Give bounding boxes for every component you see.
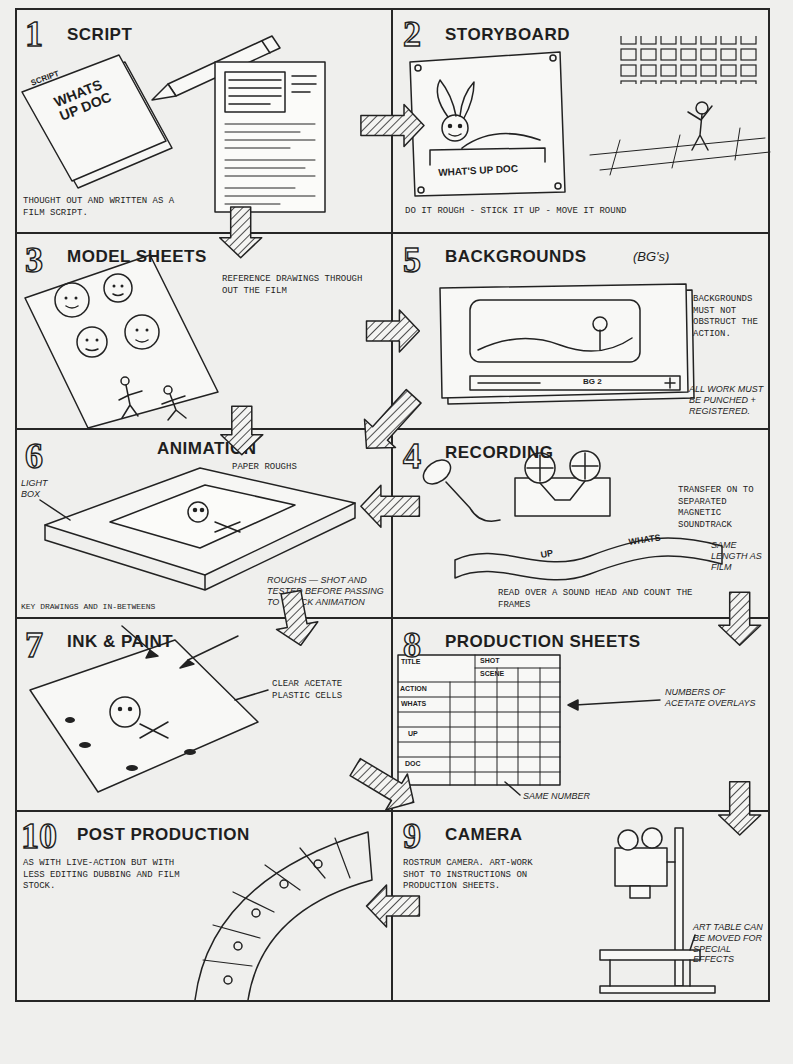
panel-title: MODEL SHEETS bbox=[67, 248, 207, 265]
process-panel: 7 INK & PAINT CLEAR ACETATE PLASTIC CELLS bbox=[15, 617, 393, 812]
panel-number: 1 bbox=[25, 16, 43, 52]
production-sheet-sketch bbox=[398, 655, 660, 795]
flow-arrow bbox=[719, 592, 761, 645]
panel-note: READ OVER A SOUND HEAD AND COUNT THE FRA… bbox=[498, 588, 703, 611]
flow-arrow bbox=[221, 406, 263, 455]
handwritten-note: SAME LENGTH AS FILM bbox=[711, 540, 766, 572]
rostrum-camera-sketch bbox=[600, 828, 715, 993]
panel-title: POST PRODUCTION bbox=[77, 826, 250, 843]
background-sketch bbox=[440, 284, 694, 404]
process-panel: 9 CAMERA ROSTRUM CAMERA. ART-WORK SHOT TO … bbox=[391, 810, 770, 1002]
panel-note: BACKGROUNDS MUST NOT OBSTRUCT THE ACTION… bbox=[693, 294, 767, 341]
panel-title: STORYBOARD bbox=[445, 26, 570, 43]
flow-arrow bbox=[277, 590, 318, 645]
sketch-label: SCENE bbox=[480, 670, 504, 677]
sketch-label: ACTION bbox=[400, 685, 427, 692]
process-panel: 5 BACKGROUNDS (BG's) BACKGROUNDS MUST NOT O… bbox=[391, 232, 770, 430]
handwritten-note: NUMBERS OF ACETATE OVERLAYS bbox=[665, 687, 765, 709]
panel-number: 4 bbox=[403, 438, 421, 474]
panel-note: ROSTRUM CAMERA. ART-WORK SHOT TO INSTRUC… bbox=[403, 858, 553, 893]
handwritten-note: (BG's) bbox=[633, 250, 669, 263]
panel-title: BACKGROUNDS bbox=[445, 248, 587, 265]
storyboard-sketch bbox=[410, 36, 770, 196]
flow-arrow bbox=[220, 207, 262, 258]
panel-note: AS WITH LIVE-ACTION BUT WITH LESS EDITIN… bbox=[23, 858, 193, 893]
sketch-label: TITLE bbox=[401, 658, 420, 665]
process-panel: 6 ANIMATION PAPER ROUGHS LIGHT BOX KEY DRAWI… bbox=[15, 428, 393, 619]
panel-number: 2 bbox=[403, 16, 421, 52]
panel-note: PAPER ROUGHS bbox=[232, 462, 352, 474]
panel-number: 9 bbox=[403, 818, 421, 854]
panel-number: 3 bbox=[25, 242, 43, 278]
panel-number: 10 bbox=[21, 818, 57, 854]
sketch-label: DOC bbox=[405, 760, 421, 767]
panel-title: INK & PAINT bbox=[67, 633, 173, 650]
flow-arrow bbox=[367, 885, 420, 927]
handwritten-note: SAME NUMBER bbox=[523, 791, 613, 802]
flow-arrow bbox=[719, 782, 761, 835]
ink-paint-sketch bbox=[30, 626, 268, 792]
panel-title: SCRIPT bbox=[67, 26, 132, 43]
sketch-label: UP bbox=[540, 549, 554, 560]
flow-arrow bbox=[367, 310, 420, 352]
panel-number: 8 bbox=[403, 627, 421, 663]
panel-title: CAMERA bbox=[445, 826, 523, 843]
panel-title: ANIMATION bbox=[157, 440, 257, 457]
panel-note: TRANSFER ON TO SEPARATED MAGNETIC SOUNDT… bbox=[678, 485, 766, 532]
panel-note: CLEAR ACETATE PLASTIC CELLS bbox=[272, 679, 382, 702]
light-box-sketch bbox=[40, 468, 355, 590]
panel-note: DO IT ROUGH - STICK IT UP - MOVE IT ROUN… bbox=[405, 206, 755, 218]
flow-arrow bbox=[361, 105, 424, 147]
process-panel: 1 SCRIPT THOUGHT OUT AND WRITTEN AS A FILM… bbox=[15, 8, 393, 234]
model-sheet-sketch bbox=[25, 255, 218, 428]
panel-number: 6 bbox=[25, 438, 43, 474]
process-panel: 10 POST PRODUCTION AS WITH LIVE-ACTION BUT… bbox=[15, 810, 393, 1002]
panel-title: PRODUCTION SHEETS bbox=[445, 633, 641, 650]
process-panel: 2 STORYBOARD DO IT ROUGH - STICK IT UP - M… bbox=[391, 8, 770, 234]
handwritten-note: ROUGHS — SHOT AND TESTED BEFORE PASSING … bbox=[267, 575, 391, 607]
flow-arrow bbox=[350, 759, 414, 810]
panel-number: 7 bbox=[25, 627, 43, 663]
handwritten-note: ALL WORK MUST BE PUNCHED + REGISTERED. bbox=[689, 384, 769, 416]
sketch-label: BG 2 bbox=[583, 378, 602, 386]
sketch-label: WHATS bbox=[401, 700, 426, 707]
sketch-label: WHATS bbox=[628, 534, 661, 548]
handwritten-note: LIGHT BOX bbox=[21, 478, 61, 500]
panel-number: 5 bbox=[403, 242, 421, 278]
sketch-label: SHOT bbox=[480, 657, 499, 664]
sketch-label: UP bbox=[408, 730, 418, 737]
handwritten-note: ART TABLE CAN BE MOVED FOR SPECIAL EFFEC… bbox=[693, 922, 765, 965]
flow-arrow bbox=[365, 390, 422, 449]
panel-note: REFERENCE DRAWINGS THROUGH OUT THE FILM bbox=[222, 274, 372, 297]
film-strip-sketch bbox=[195, 832, 372, 1000]
script-sketch bbox=[22, 36, 325, 212]
recording-sketch bbox=[419, 451, 722, 580]
panel-title: RECORDING bbox=[445, 444, 553, 461]
process-panel: 8 PRODUCTION SHEETS NUMBERS OF ACETATE OVE… bbox=[391, 617, 770, 812]
process-panel: 3 MODEL SHEETS REFERENCE DRAWINGS THROUGH … bbox=[15, 232, 393, 430]
process-panel: 4 RECORDING TRANSFER ON TO SEPARATED MAGNE… bbox=[391, 428, 770, 619]
panel-note: THOUGHT OUT AND WRITTEN AS A FILM SCRIPT… bbox=[23, 196, 188, 219]
panel-note: KEY DRAWINGS AND IN-BETWEENS bbox=[21, 602, 261, 612]
flow-arrow bbox=[361, 485, 420, 527]
